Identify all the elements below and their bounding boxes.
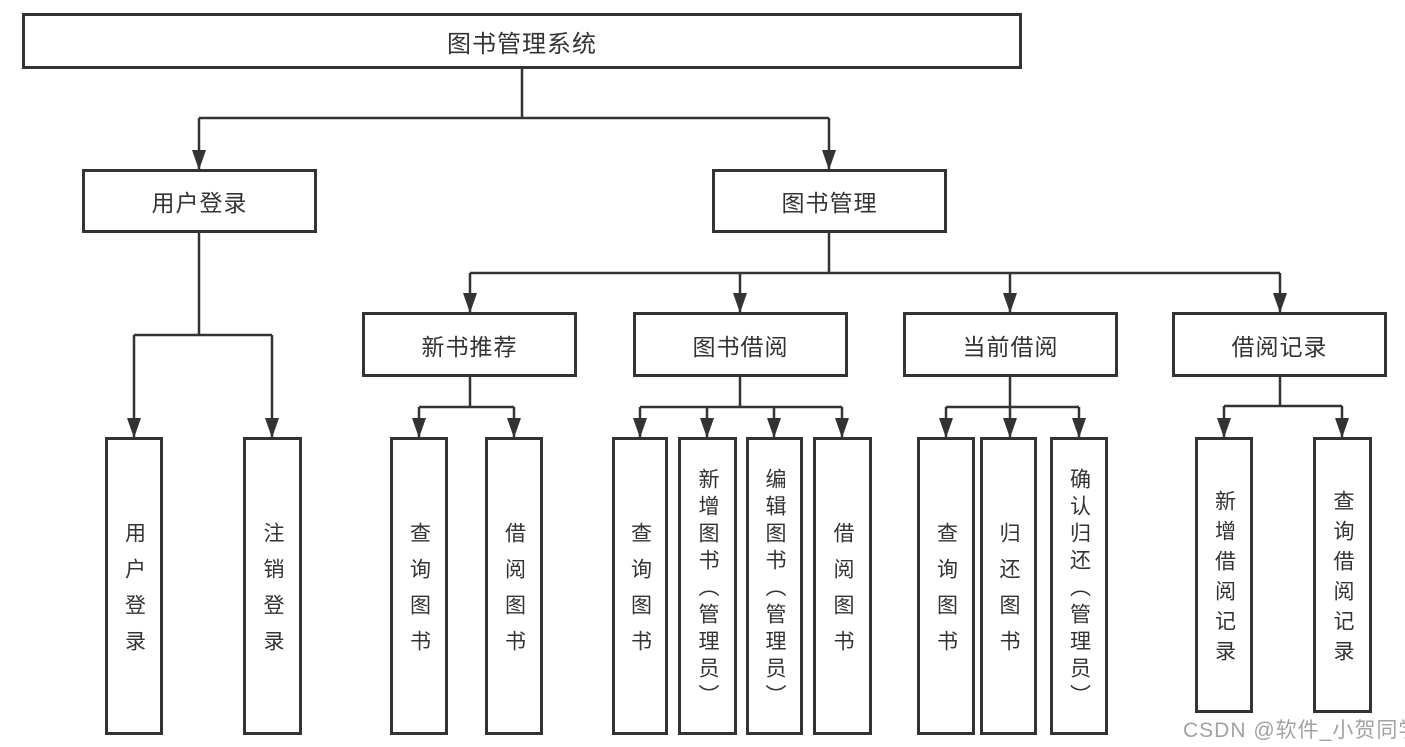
leaf-borrow-books-1: 借阅图书 bbox=[485, 437, 543, 735]
node-label: 图书借阅 bbox=[692, 333, 789, 360]
leaf-label: 借阅图书 bbox=[502, 521, 526, 666]
csdn-watermark: CSDN @软件_小贺同学 bbox=[1183, 719, 1405, 742]
node-label: 图书管理 bbox=[781, 190, 878, 216]
leaf-label: 查询图书 bbox=[407, 521, 431, 666]
leaf-confirm-return-admin: 确认归还（管理员） bbox=[1050, 437, 1108, 735]
leaf-label: 新增借阅记录 bbox=[1212, 489, 1236, 670]
leaf-label: 查询图书 bbox=[628, 521, 652, 666]
leaf-add-borrow-record: 新增借阅记录 bbox=[1195, 437, 1253, 713]
node-borrow-records: 借阅记录 bbox=[1172, 312, 1387, 377]
node-label: 图书管理系统 bbox=[447, 30, 597, 58]
leaf-borrow-books-2: 借阅图书 bbox=[813, 437, 872, 735]
node-library-management-system: 图书管理系统 bbox=[22, 13, 1022, 69]
node-label: 用户登录 bbox=[151, 190, 248, 216]
leaf-add-book-admin: 新增图书（管理员） bbox=[678, 437, 737, 735]
leaf-return-book: 归还图书 bbox=[980, 437, 1037, 735]
node-current-borrow: 当前借阅 bbox=[903, 312, 1118, 377]
leaf-label: 确认归还（管理员） bbox=[1067, 467, 1091, 711]
node-label: 借阅记录 bbox=[1231, 333, 1328, 360]
leaf-query-books-2: 查询图书 bbox=[612, 437, 668, 735]
leaf-label: 归还图书 bbox=[997, 521, 1020, 666]
node-new-book-recommend: 新书推荐 bbox=[362, 312, 577, 377]
leaf-label: 用户登录 bbox=[122, 521, 146, 666]
leaf-logout: 注销登录 bbox=[243, 437, 302, 735]
leaf-query-books-1: 查询图书 bbox=[390, 437, 448, 735]
leaf-label: 编辑图书（管理员） bbox=[763, 467, 786, 711]
node-book-management: 图书管理 bbox=[712, 169, 947, 233]
leaf-query-borrow-record: 查询借阅记录 bbox=[1313, 437, 1372, 713]
leaf-label: 借阅图书 bbox=[831, 521, 854, 666]
leaf-label: 查询图书 bbox=[934, 521, 958, 666]
node-user-login: 用户登录 bbox=[82, 169, 317, 233]
leaf-label: 新增图书（管理员） bbox=[696, 467, 719, 711]
leaf-edit-book-admin: 编辑图书（管理员） bbox=[746, 437, 803, 735]
node-label: 新书推荐 bbox=[421, 333, 518, 360]
leaf-query-books-3: 查询图书 bbox=[917, 437, 975, 735]
leaf-label: 注销登录 bbox=[261, 521, 284, 666]
node-label: 当前借阅 bbox=[962, 333, 1059, 360]
leaf-label: 查询借阅记录 bbox=[1331, 489, 1354, 670]
leaf-user-login: 用户登录 bbox=[105, 437, 163, 735]
node-book-borrow: 图书借阅 bbox=[633, 312, 848, 377]
